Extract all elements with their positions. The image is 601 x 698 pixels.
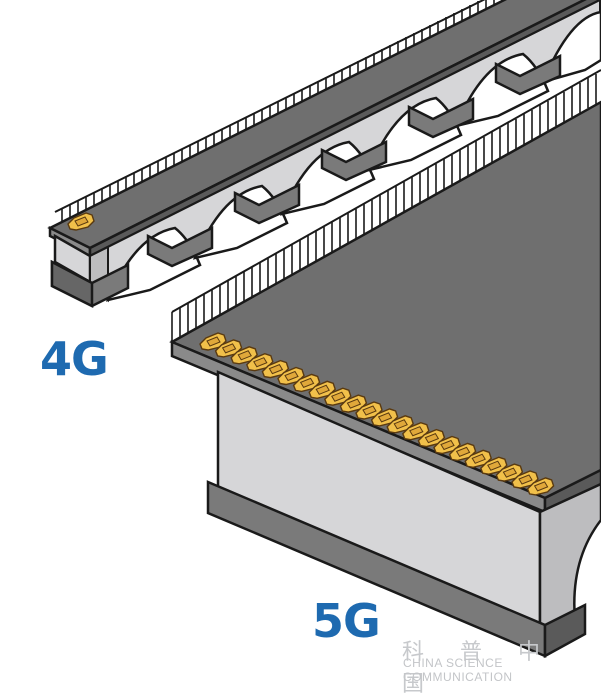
watermark-english: CHINA SCIENCE COMMUNICATION xyxy=(403,656,513,684)
label-4g: 4G xyxy=(40,332,109,386)
wide-bridge-5g xyxy=(169,69,601,659)
label-5g: 5G xyxy=(312,594,381,648)
narrow-bridge-4g xyxy=(47,0,601,309)
